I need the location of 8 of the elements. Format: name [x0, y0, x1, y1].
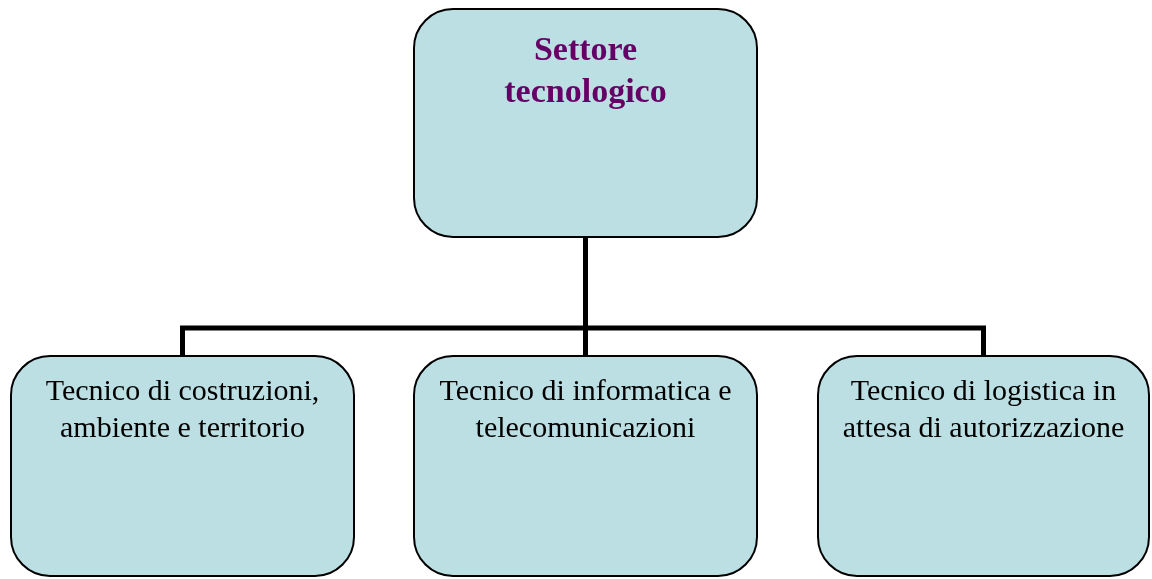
org-box: [10, 355, 355, 577]
org-box: [413, 8, 758, 238]
box-text: Tecnico di logistica in attesa di autorizzazione: [841, 372, 1126, 445]
org-box: [413, 355, 758, 577]
heading-text: Settore tecnologico: [503, 29, 668, 111]
box-text: Tecnico di costruzioni, ambiente e territorio: [44, 372, 321, 445]
box-text: Tecnico di informatica e telecomunicazioni: [438, 372, 733, 445]
org-box: [817, 355, 1150, 577]
